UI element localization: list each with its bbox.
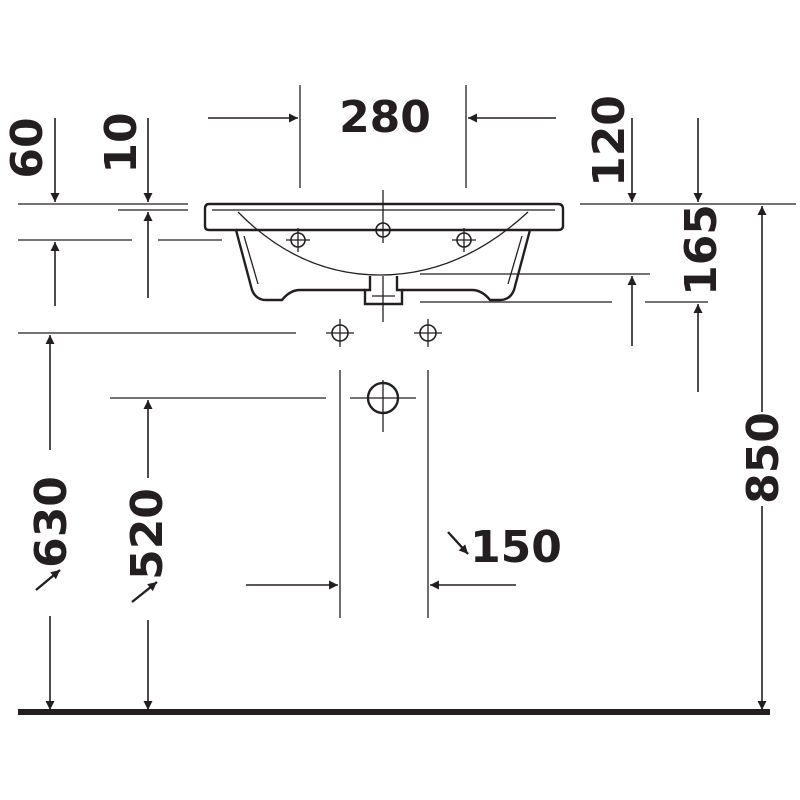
dimension-120: 120	[580, 95, 796, 205]
dimension-10-label: 10	[96, 112, 147, 173]
tap-hole-left-icon	[286, 228, 310, 252]
dimension-280-label: 280	[339, 92, 431, 143]
water-connection-left-icon	[326, 319, 354, 347]
dimension-630-label: 630	[26, 476, 77, 568]
dimension-10: 10	[96, 112, 222, 298]
waste-connection-icon	[350, 380, 416, 432]
tap-hole-center-icon	[371, 190, 395, 243]
dimension-280: 280	[208, 85, 556, 188]
dimension-60: 60	[2, 117, 188, 306]
dimension-165: 165	[420, 118, 727, 392]
washbasin-outline	[203, 202, 565, 306]
dimension-150-label: 150	[470, 522, 562, 573]
dimension-850: 850	[738, 206, 789, 710]
dimension-520-label: 520	[122, 488, 173, 580]
dimension-165-label: 165	[676, 204, 727, 296]
dimension-630: 630	[18, 332, 296, 710]
tap-hole-right-icon	[452, 228, 476, 252]
dimension-520: 520	[110, 397, 326, 710]
dimension-120-label: 120	[584, 95, 635, 187]
dimension-150: 150	[246, 522, 562, 590]
dimension-60-label: 60	[2, 117, 53, 178]
water-connection-right-icon	[414, 319, 442, 347]
dimension-850-label: 850	[738, 412, 789, 504]
